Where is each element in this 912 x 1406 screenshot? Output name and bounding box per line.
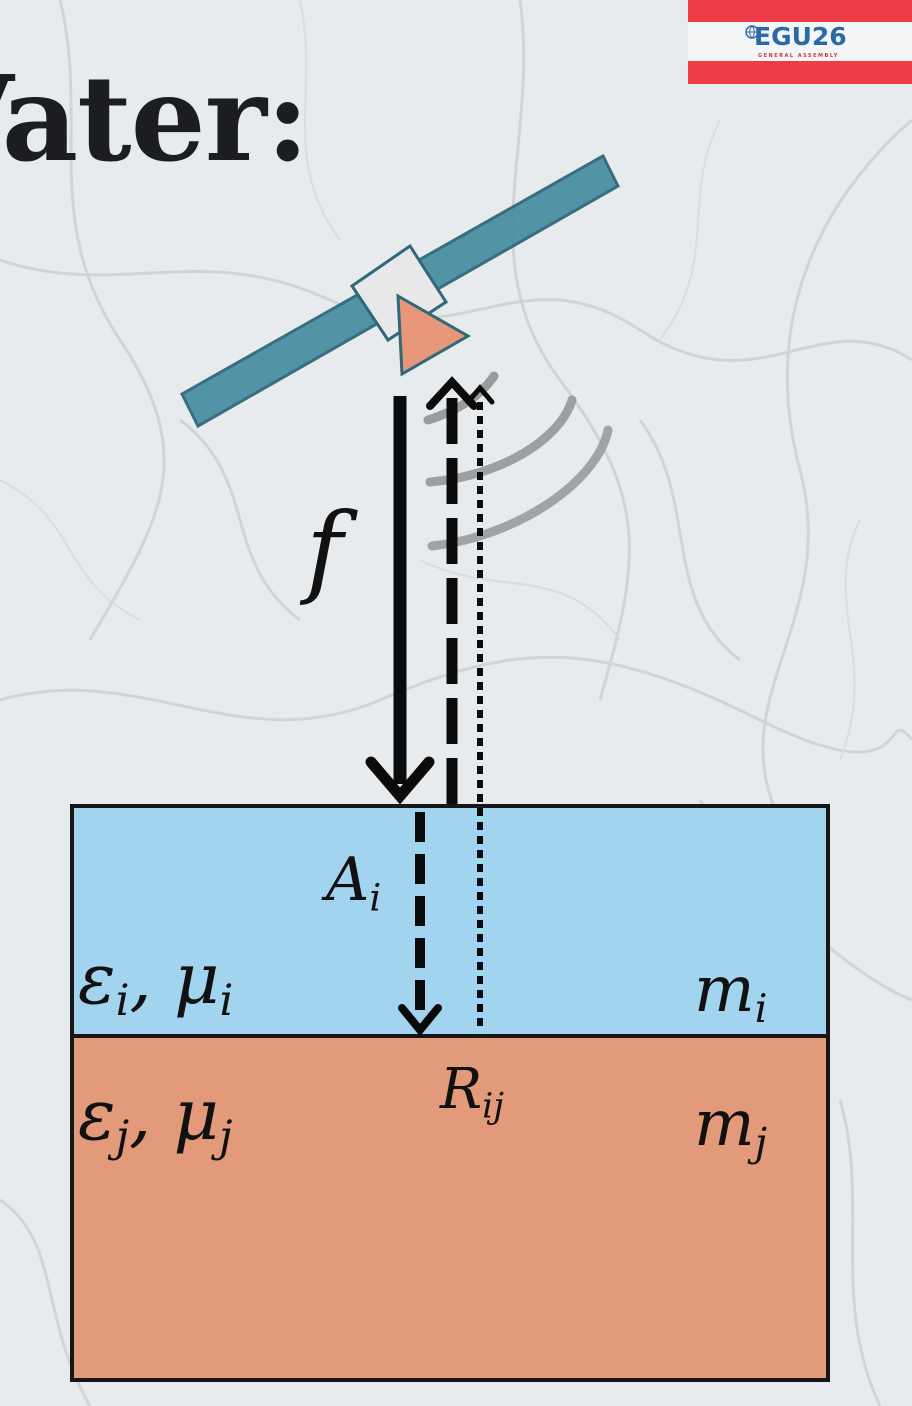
reflected-wave-arrow <box>465 384 495 1026</box>
epsilon-j: ε <box>78 1074 116 1156</box>
layer-j <box>72 1036 828 1380</box>
logo-stripe-top <box>688 0 912 22</box>
frequency-label: f <box>306 491 344 608</box>
logo-stripe-bottom <box>688 61 912 84</box>
returned-wave-arrow <box>426 376 478 804</box>
layer-j-properties-label: εj, μj <box>78 1080 233 1159</box>
reflection-coefficient-label: Rij <box>440 1062 504 1125</box>
reflection-subscript: ij <box>482 1086 505 1127</box>
medium-i-subscript: i <box>754 986 768 1033</box>
amplitude-label: Ai <box>326 850 381 916</box>
layer-box-outline <box>70 804 830 1382</box>
incident-wave-arrow <box>365 396 435 805</box>
transmitted-wave-arrow <box>398 812 442 1037</box>
medium-i-base: m <box>694 953 755 1027</box>
mu-j: , μ <box>129 1074 220 1156</box>
mu-i-subscript: i <box>219 976 234 1027</box>
mu-j-subscript: j <box>219 1112 233 1163</box>
reflection-base: R <box>440 1057 483 1122</box>
egu-globe-icon <box>745 25 759 39</box>
layer-i <box>72 806 828 1036</box>
epsilon-i-subscript: i <box>115 976 130 1027</box>
medium-j-base: m <box>694 1087 755 1161</box>
layer-i-medium-label: mi <box>694 958 767 1029</box>
epsilon-j-subscript: j <box>115 1112 130 1163</box>
logo-wordmark: EGU26 <box>754 22 847 51</box>
section-title: Vater: <box>0 49 309 188</box>
logo-subtext: GENERAL ASSEMBLY <box>758 53 839 59</box>
layer-j-medium-label: mj <box>694 1092 767 1163</box>
medium-j-subscript: j <box>754 1120 767 1167</box>
logo-stripe-middle <box>688 22 912 61</box>
layer-i-properties-label: εi, μi <box>78 944 233 1023</box>
amplitude-base: A <box>326 845 370 915</box>
egu-logo: EGU26 GENERAL ASSEMBLY <box>688 0 912 84</box>
satellite-icon <box>180 153 620 429</box>
mu-i: , μ <box>129 938 220 1020</box>
amplitude-subscript: i <box>369 875 382 920</box>
epsilon-i: ε <box>78 938 116 1020</box>
